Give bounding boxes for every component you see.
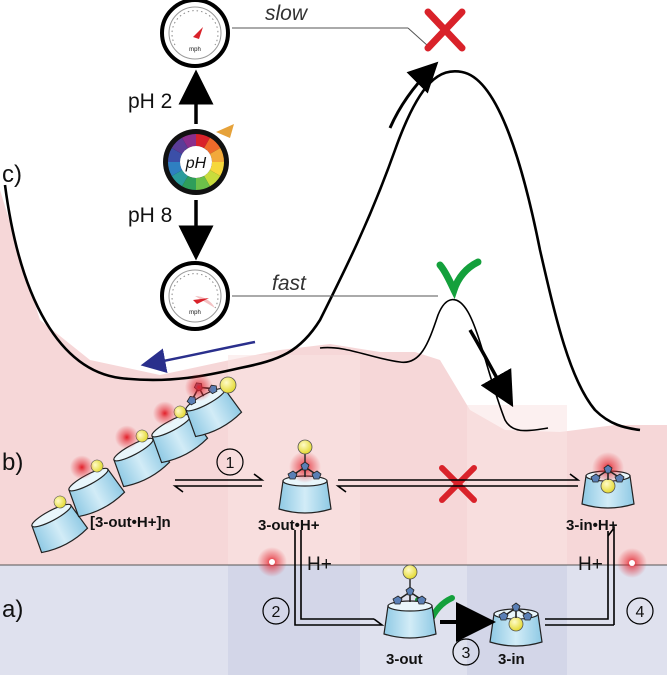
ph-dial-wedge (168, 162, 183, 176)
cup-3-in-protonated (581, 452, 635, 509)
slow-label: slow (265, 2, 309, 25)
red-cross-icon-middle (439, 465, 477, 503)
label-polymer: [3-out•H+]n (90, 514, 171, 531)
polymer-stack (25, 373, 245, 557)
speedometer-fast-icon: mph (160, 261, 230, 331)
region-backgrounds (0, 190, 667, 675)
ph-dial-icon: pH (163, 124, 234, 195)
panel-label-b: b) (2, 449, 23, 476)
label-3-out-protonated: 3-out•H+ (258, 517, 320, 534)
step4-arrow-inner (545, 531, 609, 620)
eq1-forward (175, 473, 265, 481)
ph-high-label: pH 8 (128, 204, 172, 227)
label-3-in: 3-in (498, 651, 525, 668)
step2-arrow (294, 530, 385, 626)
ph-dial-wedge (209, 162, 224, 176)
eq-blocked-forward (338, 473, 581, 481)
label-3-in-protonated: 3-in•H+ (566, 517, 618, 534)
ph-dial-label: pH (185, 155, 207, 172)
proton-glow-core-left (269, 559, 275, 565)
ph-controller: mph mph pH pH 2 pH 8 slow fast (128, 0, 438, 331)
fast-path-arrow (468, 329, 514, 408)
proton-label-left: H+ (307, 554, 332, 575)
mph-label-slow: mph (189, 47, 201, 53)
equilibrium-arrows (172, 473, 615, 626)
proton-glow-core-right (629, 560, 635, 566)
ph-dial-wedge (204, 170, 221, 187)
ph-dial-wedge (196, 134, 210, 149)
ph-dial-wedge (196, 175, 210, 190)
panel-label-a: a) (2, 596, 23, 623)
eq1-back (172, 485, 262, 493)
terminal-ball (219, 376, 237, 394)
step4-arrow (607, 525, 615, 625)
ph-dial-wedge (182, 175, 196, 190)
label-3-out: 3-out (386, 651, 423, 668)
ph-dial-wedge (182, 134, 196, 149)
cup-3-in (489, 602, 543, 647)
cup-3-out-protonated (278, 439, 332, 514)
red-cross-icon (424, 8, 466, 52)
return-arrow (140, 340, 256, 374)
step-4-number: 4 (636, 604, 645, 621)
blue-band-1 (228, 565, 360, 675)
panel-label-c: c) (2, 161, 22, 188)
slow-leader-line-2 (407, 27, 429, 47)
ph-dial-wedge (168, 148, 183, 162)
ph-dial-wedge (209, 148, 224, 162)
barrier-path-arrow (388, 61, 439, 129)
ph-dial-wedge (204, 137, 221, 154)
mph-label-fast: mph (189, 310, 201, 316)
cup-3-out (383, 564, 437, 639)
lower-path-line (319, 298, 549, 432)
step-3-number: 3 (462, 645, 471, 662)
energy-curve (3, 61, 641, 432)
pink-band-light-2 (467, 405, 567, 565)
speedometer-slow-icon: mph (160, 0, 230, 68)
step2-arrow-inner (300, 530, 374, 620)
step-1-number: 1 (226, 455, 235, 472)
step-2-number: 2 (272, 604, 281, 621)
eq-blocked-back (335, 485, 578, 493)
green-check-icon (436, 258, 482, 300)
proton-label-right: H+ (578, 554, 603, 575)
ph-low-label: pH 2 (128, 90, 172, 113)
ph-dial-wedge (171, 137, 188, 154)
fast-label: fast (272, 272, 307, 295)
step-circles (216, 448, 654, 666)
ph-dial-wedge (171, 170, 188, 187)
energy-profile-line (3, 70, 641, 432)
